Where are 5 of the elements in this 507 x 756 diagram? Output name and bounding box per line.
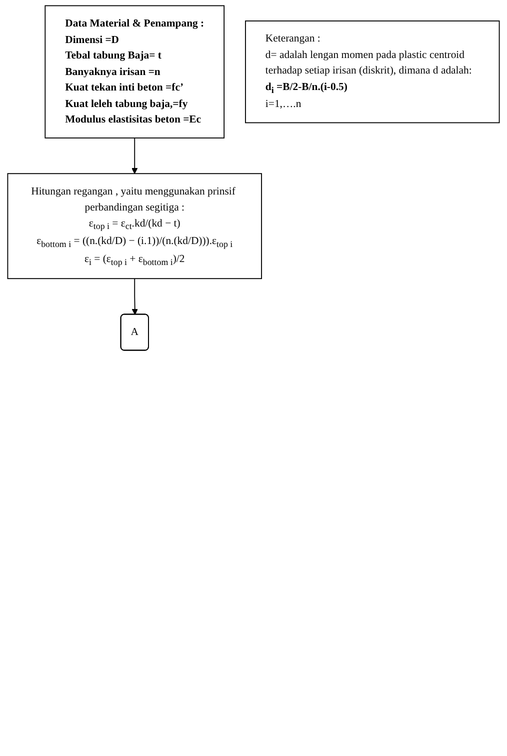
node-box: Hitungan regangan , yaitu menggunakan prinsif perbandingan segitiga : ε$_{top i}$ = ε$_{ct}$.kd/(kd − t) ε$_{bottom i}$ = ((n.(kd/D) − (i.1))/(n.(kd/D))).ε$_{top i}$ ε$_{i}$ = (ε$_{top i}$ + ε$_{bottom i}$)/2 <box>7 173 262 280</box>
node-box: Data Material & Penampang : Dimensi =D Tebal tabung Baja= t Banyaknya irisan =n Kuat tekan inti beton =fc’ Kuat leleh tabung baja,=fy Modulus elastisitas beton =Ec <box>44 5 225 138</box>
arrow <box>132 278 138 315</box>
arrow <box>131 138 138 174</box>
node-box: Keterangan : d= adalah lengan momen pada plastic centroid terhadap setiap irisan (diskrit), dimana d adalah: d$_{i}$ =B/2-B/n.(i-0.5) i=1,….n <box>245 20 500 124</box>
